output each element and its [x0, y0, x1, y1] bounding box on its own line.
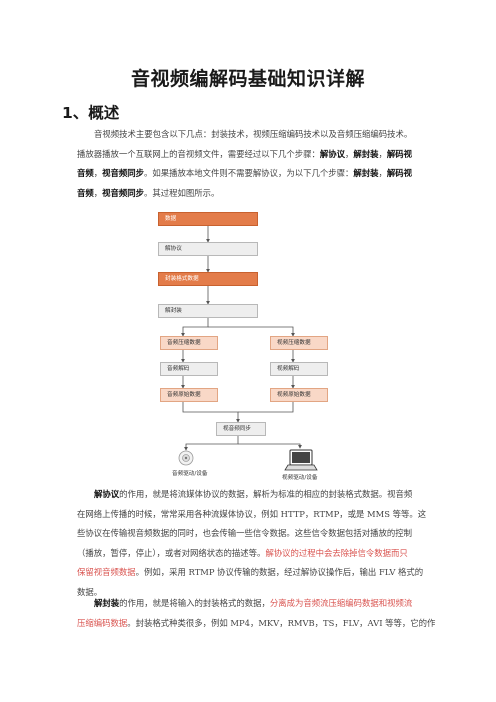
demux-paragraph: 解封装的作用，就是将输入的封装格式的数据，分离成为音频流压缩编码数据和视频流 压…: [77, 594, 437, 633]
step-audio-raw: 音频原始数据: [160, 388, 218, 402]
text-line: 音频，视音频同步。其过程如图所示。: [77, 187, 220, 198]
playback-flowchart: 数据 解协议 封装格式数据 解封装 音频压缩数据 视频压缩数据 音频解码 视频解…: [158, 212, 370, 484]
text-line: 解封装的作用，就是将输入的封装格式的数据，分离成为音频流压缩编码数据和视频流: [94, 598, 413, 608]
overview-paragraph: 音视频技术主要包含以下几点：封装技术，视频压缩编码技术以及音频压缩编码技术。 播…: [77, 125, 437, 203]
step-container-data: 封装格式数据: [158, 272, 258, 286]
text-line: 播放器播放一个互联网上的音视频文件，需要经过以下几个步骤：解协议，解封装，解码视: [77, 148, 412, 159]
step-video-compressed: 视频压缩数据: [270, 336, 328, 350]
step-audio-compressed: 音频压缩数据: [160, 336, 218, 350]
text-line: 些协议在传输视音频数据的同时，也会传输一些信令数据。这些信令数据包括对播放的控制: [77, 528, 412, 539]
text-line: 解协议的作用，就是将流媒体协议的数据，解析为标准的相应的封装格式数据。视音频: [94, 489, 413, 499]
text-line: 音视频技术主要包含以下几点：封装技术，视频压缩编码技术以及音频压缩编码技术。: [94, 129, 413, 139]
arrow: [181, 318, 209, 337]
step-demux: 解封装: [158, 304, 258, 318]
arrow: [184, 436, 239, 451]
audio-device-label: 音频驱动/设备: [172, 471, 208, 477]
section-heading: 1、概述: [62, 104, 120, 122]
arrow: [208, 326, 295, 337]
step-audio-decode: 音频解码: [160, 362, 218, 376]
arrow: [182, 402, 240, 423]
text-line: 压缩编码数据。封装格式种类很多，例如 MP4，MKV，RMVB，TS，FLV，A…: [77, 617, 436, 628]
step-deprotocol: 解协议: [158, 242, 258, 256]
video-device-label: 视频驱动/设备: [282, 475, 318, 481]
text-line: 音频，视音频同步。如果播放本地文件则不需要解协议，为以下几个步骤：解封装，解码视: [77, 168, 412, 179]
speaker-icon: [178, 450, 194, 466]
step-video-raw: 视频原始数据: [270, 388, 328, 402]
text-line: 数据。: [77, 586, 103, 597]
flowchart-connectors: [178, 226, 318, 471]
text-line: 保留视音频数据。例如，采用 RTMP 协议传输的数据，经过解协议操作后，输出 F…: [77, 567, 424, 578]
step-video-decode: 视频解码: [270, 362, 328, 376]
step-av-sync: 视音频同步: [216, 422, 266, 436]
text-line: （播放，暂停，停止），或者对网络状态的描述等。解协议的过程中会去除掉信令数据而只: [77, 547, 408, 558]
document-title: 音视频编解码基础知识详解: [130, 68, 365, 90]
arrow: [238, 443, 302, 449]
arrow: [238, 402, 294, 413]
deprotocol-paragraph: 解协议的作用，就是将流媒体协议的数据，解析为标准的相应的封装格式数据。视音频 在…: [77, 485, 437, 603]
text-line: 在网络上传播的时候，常常采用各种流媒体协议，例如 HTTP，RTMP，或是 MM…: [77, 508, 427, 519]
step-data: 数据: [158, 212, 258, 226]
monitor-icon: [284, 449, 318, 471]
